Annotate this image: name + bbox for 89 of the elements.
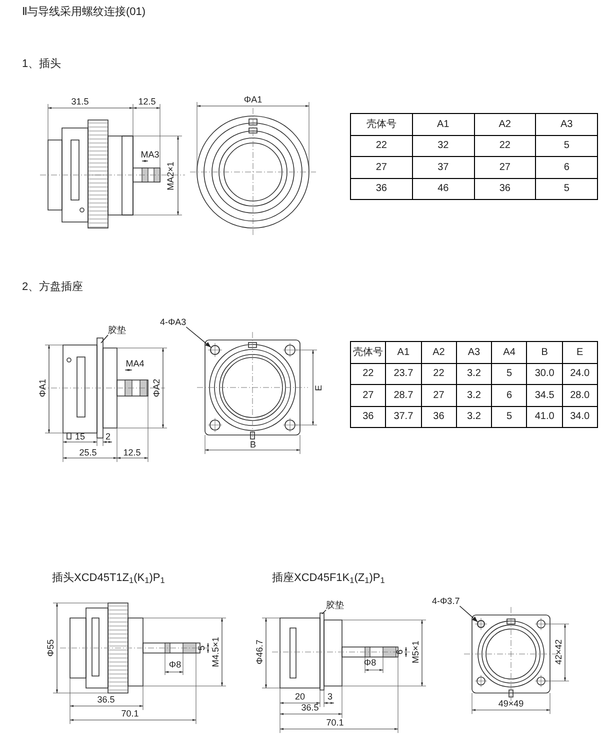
header-cell: B [527,342,563,364]
table-cell: 3.2 [456,364,492,385]
dimension-label: Φ55 [46,639,56,657]
table-cell: 5 [492,406,528,428]
table-cell: 30.0 [527,364,563,385]
dimension-label: ΦA2 [152,378,162,398]
dimension-label: B [250,440,256,450]
table-cell: 36 [351,406,386,428]
header-cell: 壳体号 [351,114,413,136]
header-cell: 壳体号 [351,342,386,364]
table-cell: 3.2 [456,406,492,428]
dimension-label: 2 [106,432,110,442]
dimension-label: Φ8 [168,660,182,670]
header-cell: A1 [412,114,474,136]
dimension-label: E [314,385,324,391]
table-cell: 23.7 [386,364,422,385]
dimension-label: 12.5 [138,98,156,106]
leader-line [100,334,108,344]
table-cell: 36 [474,178,536,200]
callout-text: 胶垫 [108,326,126,335]
leader-line [186,326,212,348]
dimension-label: 20 [295,692,305,702]
dimension-label: 42×42 [554,639,564,665]
dimension-label: 36.5 [301,704,319,712]
dimension-label: 25.5 [79,448,97,458]
table-cell: 36 [351,178,413,200]
table-cell: 27 [351,157,413,178]
header-cell: A3 [536,114,598,136]
header-cell: A1 [386,342,422,364]
dimension-label: ΦA1 [244,96,262,104]
leader-line [322,610,326,614]
dimension-label: 70.1 [326,718,344,728]
table-cell: 34.0 [562,406,598,428]
section-heading: 2、方盘插座 [22,280,84,295]
dimension-label: 3 [328,692,332,702]
title: Ⅱ与导线采用螺纹连接(01) [22,4,146,20]
table-cell: 3.2 [456,385,492,406]
table-cell: 22 [422,364,457,385]
dimension-label: 5 [198,646,206,650]
table-cell: 36 [422,406,457,428]
header-cell: A2 [474,114,536,136]
table-cell: 41.0 [527,406,563,428]
section-heading: 插头XCD45T1Z$_{1}$(K$_{1}$)P$_{1}$ [52,571,165,586]
table-cell: 46 [412,178,474,200]
mounting-hole [210,345,220,355]
dimension-label: 6 [396,650,404,654]
dimension-label: ΦA1 [38,378,48,398]
table-cell: 22 [351,364,386,385]
dimension-label: Φ8 [364,658,376,668]
table-cell: 27 [351,385,386,406]
table-cell: 27 [474,157,536,178]
dimension-label: MA4 [126,360,144,368]
dimension-label: 49×49 [498,700,524,708]
dimension-label: 12.5 [123,448,141,458]
table-cell: 37.7 [386,406,422,428]
dimension-label: MA2×1 [166,162,176,190]
header-cell: A2 [422,342,457,364]
table-cell: 22 [474,136,536,157]
header-cell: E [562,342,598,364]
table-cell: 28.7 [386,385,422,406]
header-cell: A3 [456,342,492,364]
dimension-label: Φ46.7 [256,640,264,664]
dimension-label: M4.5×1 [212,636,220,668]
table-cell: 32 [412,136,474,157]
callout-text: 4-ΦA3 [160,318,186,327]
table-cell: 34.5 [527,385,563,406]
table-cell: 28.0 [562,385,598,406]
table-cell: 24.0 [562,364,598,385]
table-cell: 6 [492,385,528,406]
section-heading: 1、插头 [22,57,62,72]
leader-line [459,606,478,622]
dimension-label: 31.5 [71,98,89,106]
dimension-label: 70.1 [121,710,139,718]
dimension-label: 36.5 [97,696,115,704]
callout-text: 胶垫 [326,601,344,610]
table-cell: 37 [412,157,474,178]
dimension-label: MA3 [140,150,160,160]
mounting-hole [477,620,485,628]
table-cell: 5 [536,178,598,200]
table-cell: 5 [492,364,528,385]
table-cell: 27 [422,385,457,406]
table-cell: 22 [351,136,413,157]
dimension-label: M5×1 [412,640,420,664]
dimension-label: 15 [75,432,85,442]
table-cell: 6 [536,157,598,178]
callout-text: 4-Φ3.7 [432,597,460,606]
header-cell: A4 [492,342,528,364]
table-cell: 5 [536,136,598,157]
section-heading: 插座XCD45F1K$_{1}$(Z$_{1}$)P$_{1}$ [272,570,385,586]
